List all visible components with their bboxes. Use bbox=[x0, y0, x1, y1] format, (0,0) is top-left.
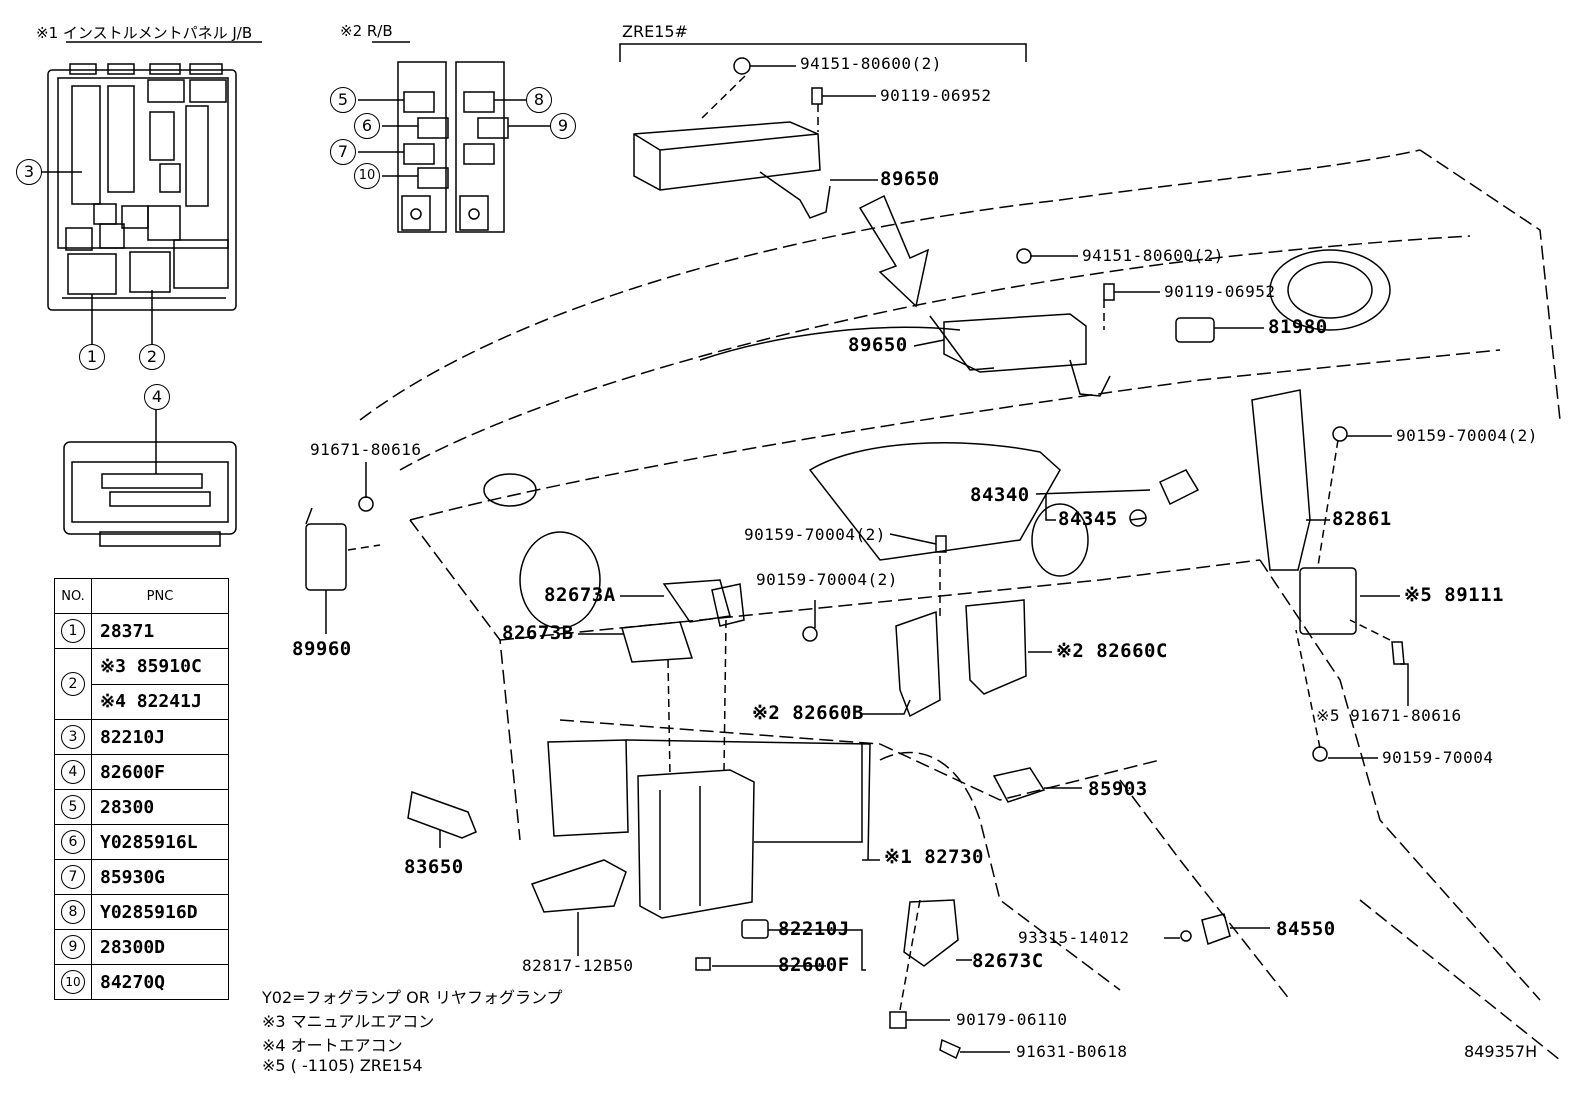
part-label: 90179-06110 bbox=[956, 1010, 1068, 1029]
zre-title: ZRE15# bbox=[622, 22, 688, 41]
row-number: 6 bbox=[61, 830, 85, 854]
jb-title: ※1 インストルメントパネル J/B bbox=[36, 24, 253, 42]
row-number: 3 bbox=[61, 725, 85, 749]
table-row: 7 85930G bbox=[54, 859, 229, 895]
callout-8: 8 bbox=[526, 87, 552, 113]
part-label: 89960 bbox=[292, 638, 352, 660]
dashboard-outline bbox=[359, 149, 1561, 1061]
callout-10: 10 bbox=[354, 163, 380, 189]
part-label: 91631-B0618 bbox=[1016, 1042, 1128, 1061]
part-label: 84340 bbox=[970, 484, 1030, 506]
part-label: 82600F bbox=[778, 954, 850, 976]
callout-4: 4 bbox=[144, 384, 170, 410]
part-label: 89650 bbox=[880, 168, 940, 190]
row-pnc: 28371 bbox=[91, 613, 229, 649]
footnote-4: ※4 オートエアコン bbox=[262, 1036, 403, 1055]
callout-7: 7 bbox=[330, 139, 356, 165]
part-label: ※5 89111 bbox=[1404, 584, 1504, 606]
part-label: 91671-80616 bbox=[310, 440, 422, 459]
footnote-3: ※3 マニュアルエアコン bbox=[262, 1012, 435, 1031]
table-row: 9 28300D bbox=[54, 929, 229, 965]
pnc-table: NO. PNC 1 28371 2 ※3 85910C ※4 82241J 3 … bbox=[54, 578, 229, 1000]
part-label: 82817-12B50 bbox=[522, 956, 634, 975]
row-number: 4 bbox=[61, 760, 85, 784]
row-pnc: 82600F bbox=[91, 754, 229, 790]
footnote-y02: Y02=フォグランプ OR リヤフォグランプ bbox=[262, 988, 563, 1007]
part-label: 90119-06952 bbox=[880, 86, 992, 105]
part-label: 82673C bbox=[972, 950, 1044, 972]
part-label: 94151-80600(2) bbox=[800, 54, 942, 73]
part-label: 90159-70004(2) bbox=[756, 570, 898, 589]
dashboard-details bbox=[483, 249, 1391, 629]
table-row: 3 82210J bbox=[54, 719, 229, 755]
row-pnc: 28300D bbox=[91, 929, 229, 965]
table-row: ※4 82241J bbox=[55, 683, 229, 720]
part-label: 93315-14012 bbox=[1018, 928, 1130, 947]
callout-5: 5 bbox=[330, 87, 356, 113]
table-header-pnc: PNC bbox=[91, 578, 229, 614]
row-pnc: Y0285916D bbox=[91, 894, 229, 930]
combination-meter-drawing bbox=[63, 408, 237, 547]
table-row: 5 28300 bbox=[54, 789, 229, 825]
row-pnc: 84270Q bbox=[91, 964, 229, 1000]
part-label: ※1 82730 bbox=[884, 846, 984, 868]
part-label: 84550 bbox=[1276, 918, 1336, 940]
rb-title: ※2 R/B bbox=[340, 22, 393, 40]
table-row: 4 82600F bbox=[54, 754, 229, 790]
footnote-5: ※5 ( -1105) ZRE154 bbox=[262, 1056, 423, 1075]
part-label: 85903 bbox=[1088, 778, 1148, 800]
row-number: 1 bbox=[61, 619, 85, 643]
part-label: 84345 bbox=[1058, 508, 1118, 530]
table-row: 1 28371 bbox=[54, 613, 229, 649]
row-pnc: ※4 82241J bbox=[91, 683, 229, 720]
part-label: 82861 bbox=[1332, 508, 1392, 530]
part-label: 90159-70004(2) bbox=[744, 525, 886, 544]
callout-1: 1 bbox=[79, 344, 105, 370]
dashed-connectors bbox=[347, 75, 1391, 1011]
row-pnc: Y0285916L bbox=[91, 824, 229, 860]
part-label: 90159-70004(2) bbox=[1396, 426, 1538, 445]
component-glyphs bbox=[305, 57, 1405, 1060]
relay-block-drawing bbox=[358, 61, 552, 233]
row-number: 2 bbox=[61, 672, 85, 696]
part-label: 82673A bbox=[544, 584, 616, 606]
part-label: 89650 bbox=[848, 334, 908, 356]
callout-2: 2 bbox=[139, 344, 165, 370]
table-header-row: NO. PNC bbox=[54, 578, 229, 614]
row-number: 7 bbox=[61, 865, 85, 889]
part-label: ※5 91671-80616 bbox=[1316, 706, 1462, 725]
part-label: 82210J bbox=[778, 918, 850, 940]
row-pnc: 28300 bbox=[91, 789, 229, 825]
row-number: 9 bbox=[61, 935, 85, 959]
table-row: 10 84270Q bbox=[54, 964, 229, 1000]
part-label: ※2 82660B bbox=[752, 702, 864, 724]
row-pnc: ※3 85910C bbox=[91, 648, 229, 685]
part-label: 83650 bbox=[404, 856, 464, 878]
part-label: 90159-70004 bbox=[1382, 748, 1494, 767]
row-number: 8 bbox=[61, 900, 85, 924]
table-row: 2 ※3 85910C bbox=[54, 648, 229, 720]
part-label: 81980 bbox=[1268, 316, 1328, 338]
part-label: ※2 82660C bbox=[1056, 640, 1168, 662]
row-number: 10 bbox=[61, 970, 85, 994]
part-label: 90119-06952 bbox=[1164, 282, 1276, 301]
row-number: 5 bbox=[61, 795, 85, 819]
row-pnc: 85930G bbox=[91, 859, 229, 895]
instrument-panel-jb-drawing bbox=[40, 63, 237, 344]
table-row: 6 Y0285916L bbox=[54, 824, 229, 860]
diagram-id: 849357H bbox=[1464, 1042, 1538, 1061]
callout-6: 6 bbox=[354, 113, 380, 139]
table-header-no: NO. bbox=[54, 578, 92, 614]
part-label: 82673B bbox=[502, 622, 574, 644]
table-row: 8 Y0285916D bbox=[54, 894, 229, 930]
row-pnc: 82210J bbox=[91, 719, 229, 755]
callout-9: 9 bbox=[550, 113, 576, 139]
callout-3: 3 bbox=[16, 159, 42, 185]
part-label: 94151-80600(2) bbox=[1082, 246, 1224, 265]
